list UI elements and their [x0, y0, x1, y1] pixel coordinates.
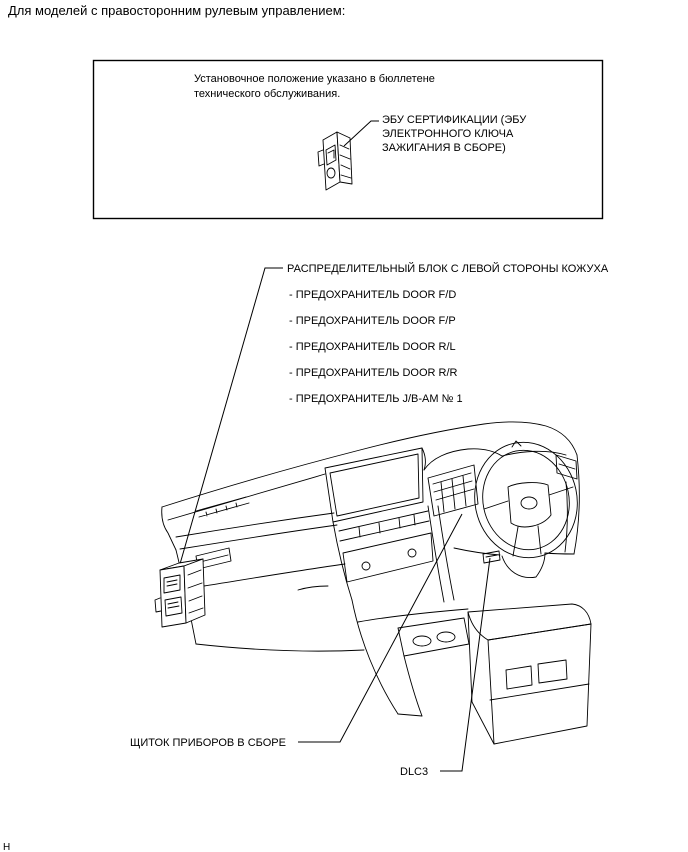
steering-wheel-rim-inner: [482, 449, 570, 551]
solar-sensor: [511, 440, 522, 448]
climate-knob-right: [407, 548, 417, 558]
rear-console-trim: [489, 683, 590, 701]
fuse-door-rr-label: - ПРЕДОХРАНИТЕЛЬ DOOR R/R: [289, 367, 458, 379]
dlc3-label: DLC3: [400, 766, 428, 778]
dash-bottom-edge: [195, 643, 365, 652]
cup-holder-front: [412, 635, 432, 647]
glove-box-top: [203, 563, 346, 587]
ecu-label-line-3: ЗАЖИГАНИЯ В СБОРЕ): [382, 142, 506, 154]
dashboard-drawing: [161, 421, 592, 745]
ecu-bracket: [317, 149, 325, 167]
ecu-label-line-1: ЭБУ СЕРТИФИКАЦИИ (ЭБУ: [382, 114, 527, 126]
steering-wheel-spokes: [483, 486, 574, 557]
rear-console-side: [467, 611, 495, 745]
ecu-leader-line: [343, 120, 379, 147]
rear-console-face: [487, 623, 592, 745]
certification-ecu: [317, 131, 353, 191]
shift-panel: [397, 617, 470, 657]
console-top-edge: [357, 608, 469, 623]
dlc3-connector: [482, 550, 501, 564]
fuse-door-fp-label: - ПРЕДОХРАНИТЕЛЬ DOOR F/P: [289, 315, 456, 327]
page-code: H: [3, 842, 10, 852]
console-left-side: [351, 599, 399, 715]
junction-block-label: РАСПРЕДЕЛИТЕЛЬНЫЙ БЛОК С ЛЕВОЙ СТОРОНЫ К…: [287, 262, 609, 275]
steering-column-cover: [501, 552, 546, 579]
inset-note-line-1: Установочное положение указано в бюллете…: [194, 73, 435, 85]
dash-windshield-edge: [161, 421, 578, 508]
fuse-door-fd-label: - ПРЕДОХРАНИТЕЛЬ DOOR F/D: [289, 289, 456, 301]
cup-holder-rear: [436, 631, 456, 643]
dash-right-trim: [564, 481, 568, 553]
passenger-trim-lower: [179, 524, 338, 550]
ecu-connector: [325, 144, 337, 166]
climate-panel: [342, 532, 434, 583]
junction-block-ribs: [187, 569, 204, 614]
defroster-grille: [195, 496, 250, 518]
glove-box-handle: [297, 585, 329, 591]
dash-right-end: [573, 454, 580, 555]
rear-console-lid: [467, 603, 592, 641]
right-side-vent: [555, 454, 578, 480]
console-floor-edge: [397, 713, 423, 717]
junction-block-leader-line: [179, 267, 283, 565]
steering-wheel-emblem: [520, 496, 538, 510]
display-screen: [329, 453, 420, 517]
display-mount: [421, 447, 426, 471]
dlc3-leader-line: [440, 557, 491, 772]
display-bezel: [324, 447, 424, 523]
dash-left-end: [161, 506, 177, 551]
passenger-trim-upper: [175, 512, 335, 538]
steering-wheel-rim-outer: [474, 441, 578, 559]
instrument-cluster-label: ЩИТОК ПРИБОРОВ В СБОРЕ: [130, 737, 286, 749]
instrument-cluster-leader-line: [298, 513, 463, 743]
ecu-fins: [339, 144, 352, 179]
ecu-port: [326, 167, 336, 179]
climate-knob-left: [361, 561, 371, 571]
center-stack-left-edge: [332, 521, 353, 601]
rear-vent-left: [505, 665, 533, 690]
junction-block-bracket: [154, 597, 162, 613]
inset-frame: [92, 59, 604, 220]
junction-block-connector-detail: [166, 579, 180, 609]
junction-block-connectors: [163, 574, 183, 617]
console-side-trim: [403, 655, 423, 717]
model-note: Для моделей с правосторонним рулевым упр…: [8, 3, 345, 18]
steering-wheel-hub: [507, 482, 552, 528]
inset-note-line-2: технического обслуживания.: [194, 88, 340, 100]
instrument-cluster-face: [427, 464, 479, 517]
cluster-detail: [432, 472, 475, 513]
junction-block: [154, 558, 206, 628]
center-stack-right-edge: [427, 505, 455, 603]
fuse-door-rl-label: - ПРЕДОХРАНИТЕЛЬ DOOR R/L: [289, 341, 456, 353]
junction-block-side: [183, 558, 206, 624]
fuse-jb-am1-label: - ПРЕДОХРАНИТЕЛЬ J/B-AM № 1: [289, 393, 463, 405]
junction-block-front: [159, 565, 187, 628]
rear-vent-right: [537, 659, 568, 684]
ecu-label-line-2: ЭЛЕКТРОННОГО КЛЮЧА: [382, 128, 514, 140]
ecu-inset: Установочное положение указано в бюллете…: [92, 59, 604, 220]
center-vents: [338, 510, 430, 542]
cluster-hood: [423, 448, 503, 471]
